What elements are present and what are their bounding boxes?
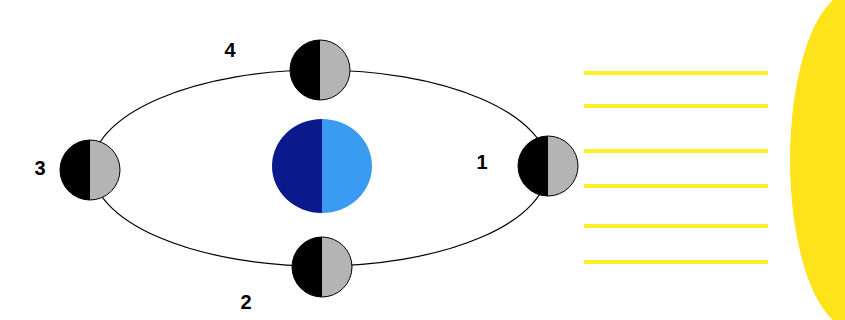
sun-rays [584, 73, 768, 262]
moon [290, 40, 350, 100]
callout-number: 1 [476, 152, 487, 172]
sun [790, 0, 845, 320]
moon [518, 136, 578, 196]
callout-number: 2 [240, 292, 251, 312]
earth [272, 119, 372, 213]
callout-number: 3 [34, 158, 45, 178]
callout-number: 4 [224, 40, 235, 60]
moon [60, 140, 120, 200]
moon [292, 237, 352, 297]
